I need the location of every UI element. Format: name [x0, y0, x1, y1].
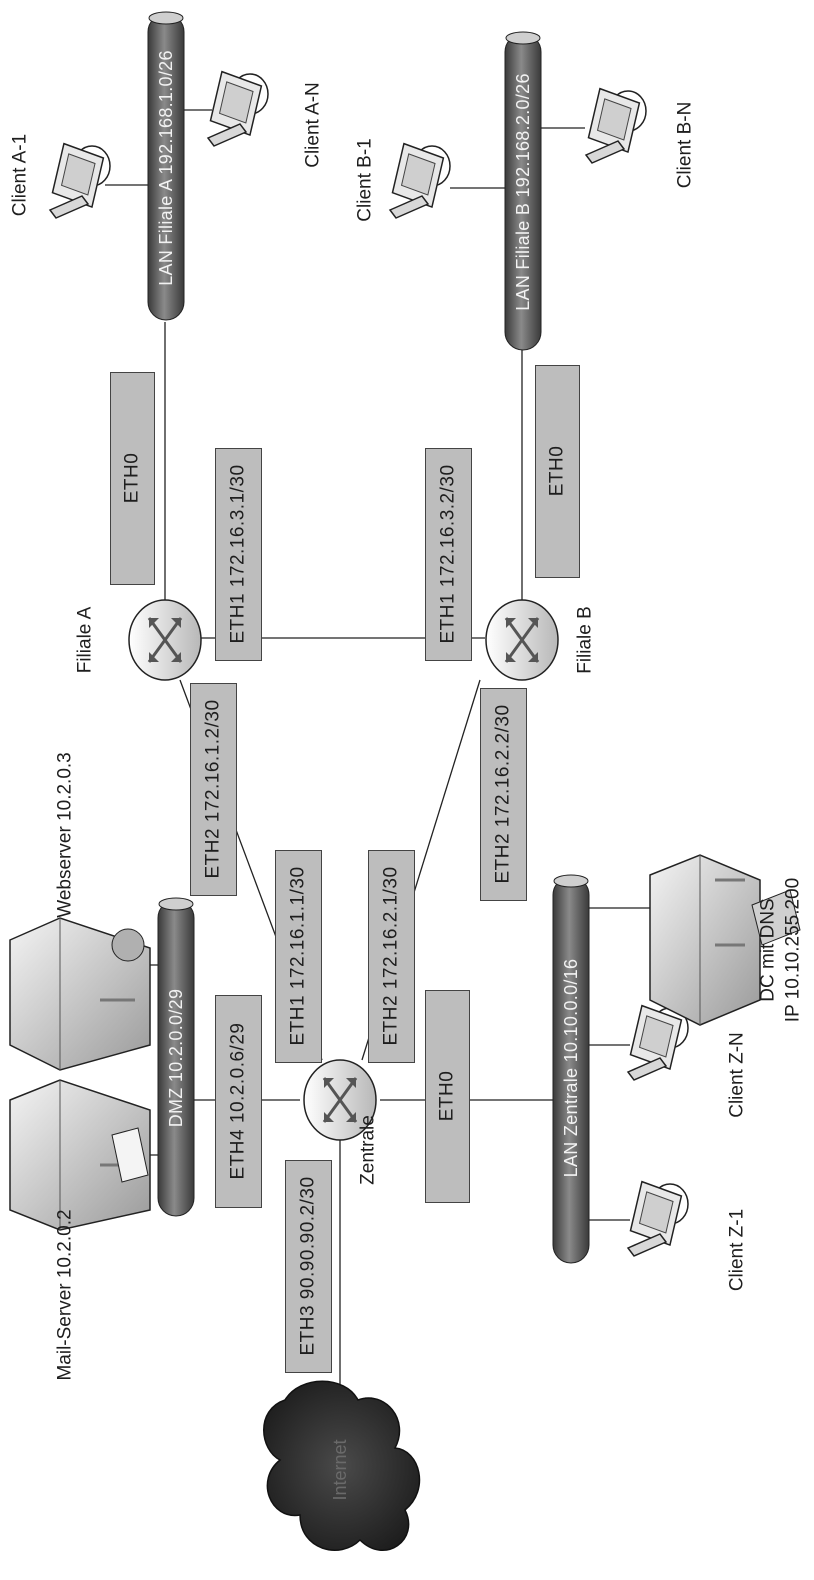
- interface-b-eth1: ETH1 172.16.3.2/30: [437, 464, 459, 644]
- mailserver-label: Mail-Server 10.2.0.2: [54, 1209, 76, 1381]
- client-bn-icon: [582, 87, 647, 164]
- webserver-icon: [9, 917, 151, 1071]
- client-bn-label: Client B-N: [674, 101, 696, 189]
- interface-box-b-eth2: [480, 688, 527, 901]
- router-filiale-a-icon: [127, 598, 203, 682]
- mailserver-icon: [9, 1079, 151, 1231]
- client-zn-icon: [624, 1004, 689, 1081]
- client-an-icon: [204, 70, 269, 147]
- client-a1-label: Client A-1: [9, 133, 31, 217]
- dc-label-line1: DC mit DNS: [757, 898, 779, 1002]
- dmz-label: DMZ 10.2.0.0/29: [166, 988, 186, 1128]
- interface-z-eth4: ETH4 10.2.0.6/29: [227, 1022, 249, 1180]
- client-an-label: Client A-N: [302, 82, 324, 168]
- interface-box-b-eth0: [535, 365, 580, 578]
- interface-box-z-eth1: [275, 850, 322, 1063]
- interface-box-a-eth1: [215, 448, 262, 661]
- interface-b-eth0: ETH0: [546, 445, 568, 497]
- dc-server-icon: [649, 854, 801, 1026]
- dmz-bus: [157, 897, 195, 1217]
- client-a1-icon: [46, 142, 111, 219]
- client-z1-label: Client Z-1: [726, 1208, 748, 1292]
- interface-a-eth0: ETH0: [121, 452, 143, 504]
- router-filiale-b-label: Filiale B: [574, 606, 596, 674]
- interface-a-eth2: ETH2 172.16.1.2/30: [202, 699, 224, 879]
- interface-z-eth0: ETH0: [436, 1070, 458, 1122]
- lan-zentrale-label: LAN Zentrale 10.10.0.0/16: [561, 958, 581, 1178]
- interface-box-a-eth2: [190, 683, 237, 896]
- router-filiale-b-icon: [484, 598, 560, 682]
- interface-box-b-eth1: [425, 448, 472, 661]
- lan-zentrale-bus: [552, 874, 590, 1264]
- lan-filiale-a-bus: [147, 11, 185, 321]
- interface-box-z-eth2: [368, 850, 415, 1063]
- client-b1-label: Client B-1: [354, 138, 376, 222]
- interface-box-z-eth0: [425, 990, 470, 1203]
- interface-a-eth1: ETH1 172.16.3.1/30: [227, 464, 249, 644]
- client-zn-label: Client Z-N: [726, 1032, 748, 1118]
- router-filiale-a-label: Filiale A: [74, 606, 96, 674]
- lan-filiale-a-label: LAN Filiale A 192.168.1.0/26: [156, 50, 176, 286]
- lan-filiale-b-bus: [504, 31, 542, 351]
- interface-box-z-eth4: [215, 995, 262, 1208]
- client-b1-icon: [386, 142, 451, 219]
- interface-z-eth3: ETH3 90.90.90.2/30: [297, 1176, 319, 1356]
- interface-box-z-eth3: [285, 1160, 332, 1373]
- router-zentrale-label: Zentrale: [357, 1115, 379, 1185]
- internet-cloud-icon: [263, 1380, 421, 1551]
- interface-box-a-eth0: [110, 372, 155, 585]
- interface-z-eth1: ETH1 172.16.1.1/30: [287, 866, 309, 1046]
- webserver-label: Webserver 10.2.0.3: [54, 752, 76, 918]
- interface-z-eth2: ETH2 172.16.2.1/30: [380, 866, 402, 1046]
- interface-b-eth2: ETH2 172.16.2.2/30: [492, 704, 514, 884]
- dc-label-line2: IP 10.10.255.200: [782, 877, 804, 1023]
- lan-filiale-b-label: LAN Filiale B 192.168.2.0/26: [513, 73, 533, 311]
- internet-label: Internet: [330, 1439, 350, 1501]
- client-z1-icon: [624, 1180, 689, 1257]
